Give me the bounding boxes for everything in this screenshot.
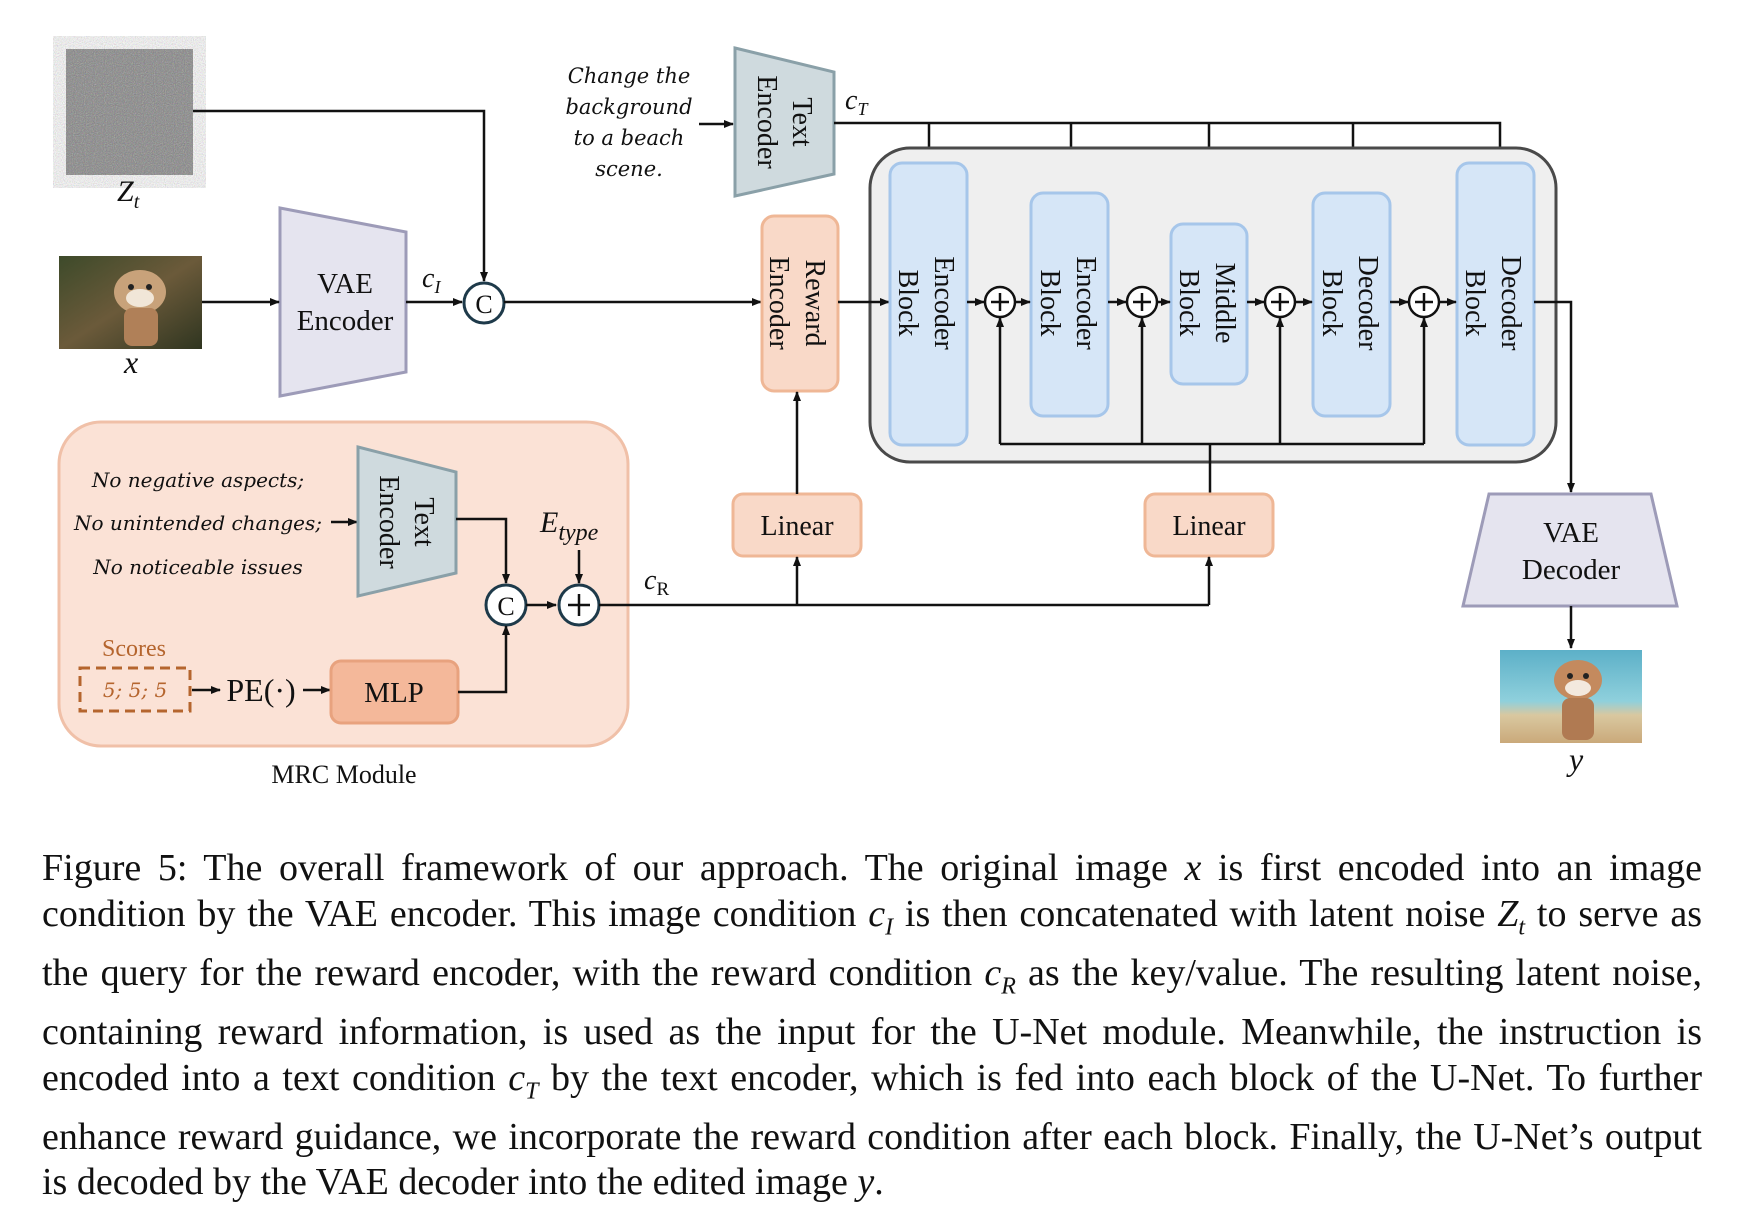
svg-text:No unintended changes;: No unintended changes;: [73, 511, 322, 535]
svg-text:Encoder: Encoder: [1070, 256, 1101, 350]
svg-text:Decoder: Decoder: [1352, 256, 1383, 352]
svg-text:Block: Block: [1316, 270, 1347, 337]
scores-box: [78, 666, 192, 713]
text-encoder-mrc-label-2: Encoder: [373, 475, 404, 569]
svg-text:to a beach: to a beach: [574, 126, 685, 150]
text-encoder-top-label-2: Encoder: [751, 75, 782, 169]
svg-text:No noticeable issues: No noticeable issues: [92, 555, 303, 579]
svg-text:Block: Block: [1034, 270, 1065, 337]
instruction-text: Change the background to a beach scene.: [565, 64, 692, 181]
reward-encoder-label: Reward: [799, 259, 830, 346]
latent-noise-image: [66, 49, 193, 175]
svg-text:Middle: Middle: [1209, 263, 1240, 344]
concat-node-top-label: C: [475, 290, 492, 319]
unet-block-3: Middle Block: [1169, 222, 1249, 386]
output-dog-image: [1500, 650, 1642, 743]
linear-left-label: Linear: [760, 511, 834, 542]
input-dog-image: [59, 256, 202, 349]
reward-prompts: No negative aspects; No unintended chang…: [73, 468, 322, 579]
add-node-3: [1247, 285, 1313, 319]
y-label: y: [1566, 741, 1584, 777]
add-node-2: [1108, 285, 1171, 319]
svg-text:Change the: Change the: [568, 64, 691, 88]
vae-encoder-label-2: Encoder: [297, 305, 394, 337]
vae-decoder-label: VAE: [1543, 517, 1599, 549]
scores-label: Scores: [102, 636, 166, 662]
pe-label: PE(·): [226, 672, 295, 708]
text-encoder-top-label: Text: [786, 97, 817, 147]
ci-label: cI: [422, 263, 441, 297]
vae-encoder-shape: [278, 206, 408, 398]
unet-block-1: Encoder Block: [888, 161, 969, 447]
zt-label: Zt: [117, 175, 140, 213]
etype-label: Etype: [539, 506, 599, 546]
figure-caption: Figure 5: The overall framework of our a…: [42, 847, 1703, 1204]
vae-encoder-label: VAE: [317, 268, 373, 300]
reward-encoder-label-2: Encoder: [763, 256, 794, 350]
svg-text:Decoder: Decoder: [1495, 256, 1526, 352]
vae-decoder-label-2: Decoder: [1522, 554, 1621, 586]
x-label: x: [123, 344, 138, 380]
unet-block-4: Decoder Block: [1311, 191, 1392, 418]
unet-block-2: Encoder Block: [1029, 191, 1110, 418]
svg-text:Block: Block: [1173, 270, 1204, 337]
svg-text:scene.: scene.: [595, 157, 663, 181]
ct-label: cT: [845, 85, 869, 119]
mrc-module-label: MRC Module: [271, 760, 416, 789]
svg-text:Block: Block: [1459, 270, 1490, 337]
mlp-label: MLP: [364, 677, 424, 709]
svg-text:background: background: [565, 95, 692, 119]
mrc-module-box: [57, 420, 630, 748]
add-node-mrc: [557, 583, 601, 627]
svg-text:Encoder: Encoder: [928, 256, 959, 350]
text-encoder-top-shape: [733, 46, 836, 198]
svg-text:No negative aspects;: No negative aspects;: [91, 468, 304, 492]
concat-node-mrc-label: C: [497, 592, 514, 621]
svg-text:Block: Block: [892, 270, 923, 337]
text-encoder-mrc-shape: [356, 445, 458, 598]
cr-label: cR: [644, 565, 669, 600]
scores-value: 5; 5; 5: [103, 678, 167, 702]
vae-decoder-shape: [1461, 492, 1679, 608]
linear-right-label: Linear: [1172, 511, 1246, 542]
text-encoder-mrc-label: Text: [408, 497, 439, 547]
unet-block-5: Decoder Block: [1455, 161, 1536, 447]
framework-diagram: Zt x VAE Encoder cI C Change the backgro…: [57, 46, 1679, 789]
